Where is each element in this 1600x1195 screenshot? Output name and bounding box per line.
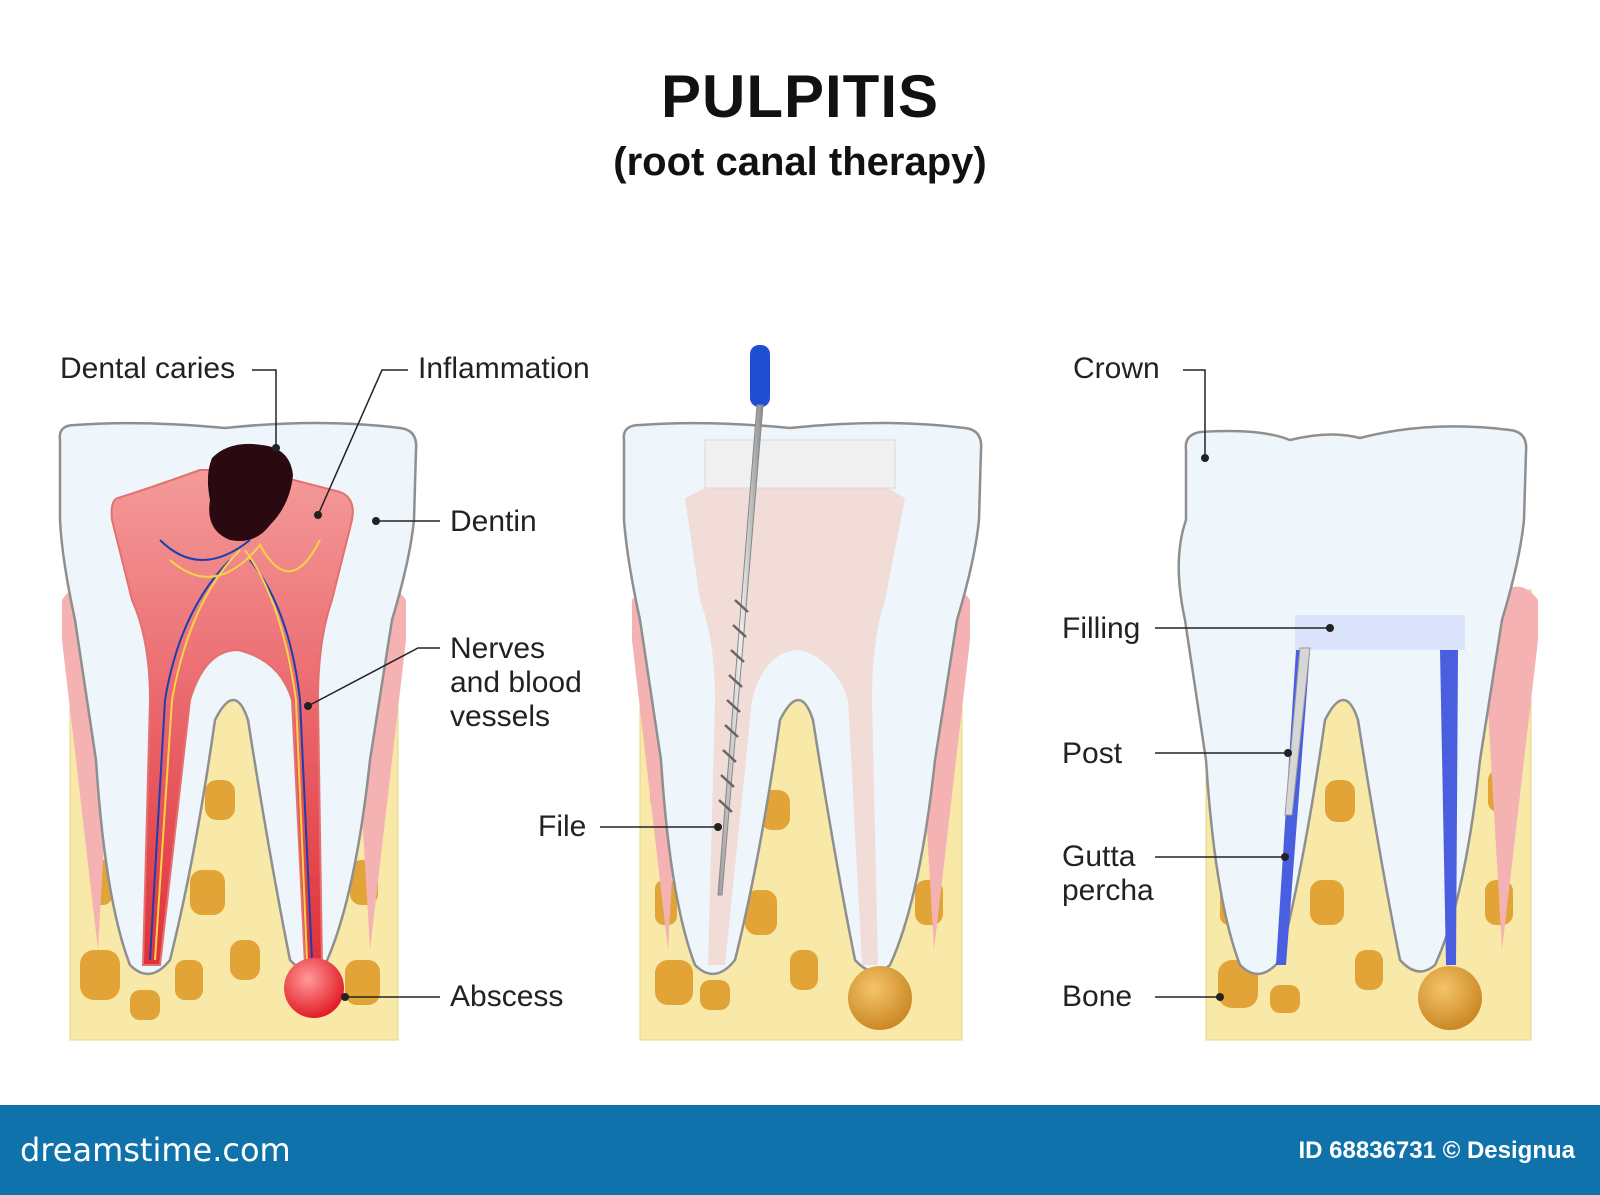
label-bone: Bone (1062, 980, 1133, 1013)
filling (1295, 615, 1465, 650)
page-title: PULPITIS (660, 63, 940, 130)
tooth-file (622, 345, 983, 1041)
leader-dots (272, 444, 1334, 1001)
label-nerves-line-3: vessels (450, 700, 551, 733)
abscess (284, 958, 344, 1018)
label-nerves-line-2: and blood (450, 666, 582, 699)
crown-outline (1177, 425, 1528, 975)
label-abscess: Abscess (450, 980, 564, 1013)
label-dental-caries: Dental caries (60, 352, 236, 385)
label-post: Post (1062, 737, 1123, 770)
label-nerves-line-1: Nerves (450, 632, 546, 665)
label-nerves: Nerves and blood vessels (450, 632, 582, 734)
gutta-percha-right (1440, 650, 1458, 965)
pulp-cleaned (685, 478, 905, 965)
label-gutta-percha-line-1: Gutta (1062, 840, 1136, 873)
footer-bar: dreamstime.com ID 68836731 © Designua (0, 1105, 1600, 1195)
label-gutta-percha-line-2: percha (1062, 874, 1154, 907)
caries (207, 443, 293, 541)
file-handle (750, 345, 770, 407)
label-inflammation: Inflammation (418, 352, 590, 385)
label-gutta-percha: Gutta percha (1062, 840, 1154, 908)
label-filling: Filling (1062, 612, 1141, 645)
label-crown: Crown (1073, 352, 1160, 385)
nerve-lines (149, 539, 321, 961)
pulp-inflamed (110, 469, 354, 966)
tooth-restored (1177, 425, 1538, 1041)
file-instrument (717, 345, 770, 896)
label-file: File (538, 810, 587, 843)
post (1284, 647, 1311, 816)
footer-image-id: ID 68836731 © Designua (1298, 1137, 1576, 1164)
access-cavity (704, 439, 896, 489)
tooth-inflamed (58, 421, 418, 1041)
leader-lines (252, 369, 1330, 998)
footer-brand[interactable]: dreamstime.com (20, 1131, 291, 1169)
pulpitis-diagram (58, 345, 1538, 1041)
label-dentin: Dentin (450, 505, 537, 538)
page-subtitle: (root canal therapy) (613, 140, 987, 184)
